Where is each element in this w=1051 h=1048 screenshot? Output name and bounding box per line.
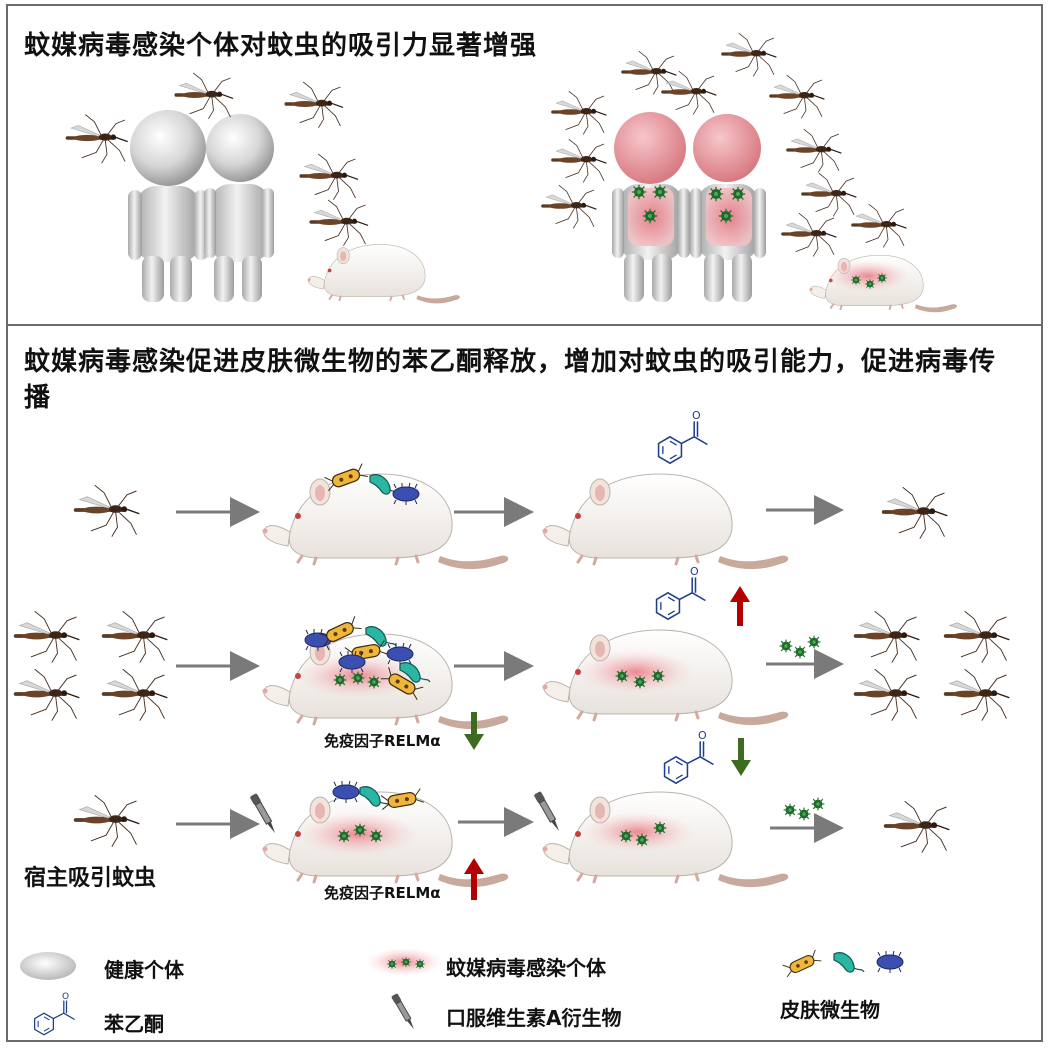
row1-mosquito-right [881, 485, 950, 541]
row2-acetophenone [655, 564, 707, 620]
row3-acetophenone [663, 728, 715, 784]
row2-immune-down-arrow [464, 712, 484, 750]
infected-mouse-top [808, 254, 958, 314]
top-panel-title: 蚊媒病毒感染个体对蚊虫的吸引力显著增强 [24, 31, 538, 61]
legend-infected-icon [366, 948, 442, 976]
row1-mouse [541, 472, 790, 571]
immune-factor-label-up: 免疫因子RELMα [324, 884, 441, 902]
legend-healthy-icon [20, 952, 76, 980]
legend-microbes-icon [781, 948, 904, 978]
row1-mosquito-left [73, 483, 142, 539]
legend-vitamin-a-label: 口服维生素A衍生物 [446, 1006, 622, 1030]
row2-infected-mouse-microbes [261, 615, 510, 731]
panel-divider [6, 324, 1043, 326]
row2-mosquitoes-left [13, 609, 170, 723]
row1-acetophenone [657, 408, 709, 464]
row2-acetophenone-up-arrow [730, 586, 750, 626]
legend-skin-microbes-label: 皮肤微生物 [780, 998, 880, 1022]
legend-infected-label: 蚊媒病毒感染个体 [446, 956, 606, 980]
row3-mosquito-right [883, 799, 952, 855]
bottom-panel-title: 蚊媒病毒感染促进皮肤微生物的苯乙酮释放，增加对蚊虫的吸引能力，促进病毒传播 [24, 347, 997, 413]
healthy-person-1 [128, 110, 208, 302]
row3-immune-up-arrow [464, 858, 484, 900]
healthy-person-2 [204, 114, 274, 302]
infected-person-2 [690, 114, 766, 302]
row3-infected-mouse [541, 790, 790, 889]
legend-dropper-icon [390, 992, 418, 1032]
row3-dropper-1 [249, 792, 279, 836]
row3-infected-mouse-microbes [261, 780, 510, 889]
legend-acetophenone-icon [34, 991, 76, 1036]
legend-acetophenone-label: 苯乙酮 [104, 1012, 164, 1036]
row1-mouse-with-microbes [261, 462, 510, 571]
row2-mosquitoes-right [853, 609, 1012, 723]
row3-dropper-2 [533, 790, 563, 834]
row-label-host: 宿主吸引蚊虫 [24, 866, 157, 891]
healthy-mouse [306, 243, 461, 305]
row3-virus-cluster [783, 797, 825, 821]
row2-virus-cluster [779, 635, 821, 659]
immune-factor-label-down: 免疫因子RELMα [324, 732, 441, 750]
row3-mosquito-left [73, 793, 142, 849]
figure-frame [6, 4, 1043, 1042]
legend-healthy-label: 健康个体 [104, 958, 184, 982]
row3-acetophenone-down-arrow [731, 738, 751, 776]
infected-person-1 [612, 112, 690, 302]
row2-infected-mouse [541, 628, 790, 727]
